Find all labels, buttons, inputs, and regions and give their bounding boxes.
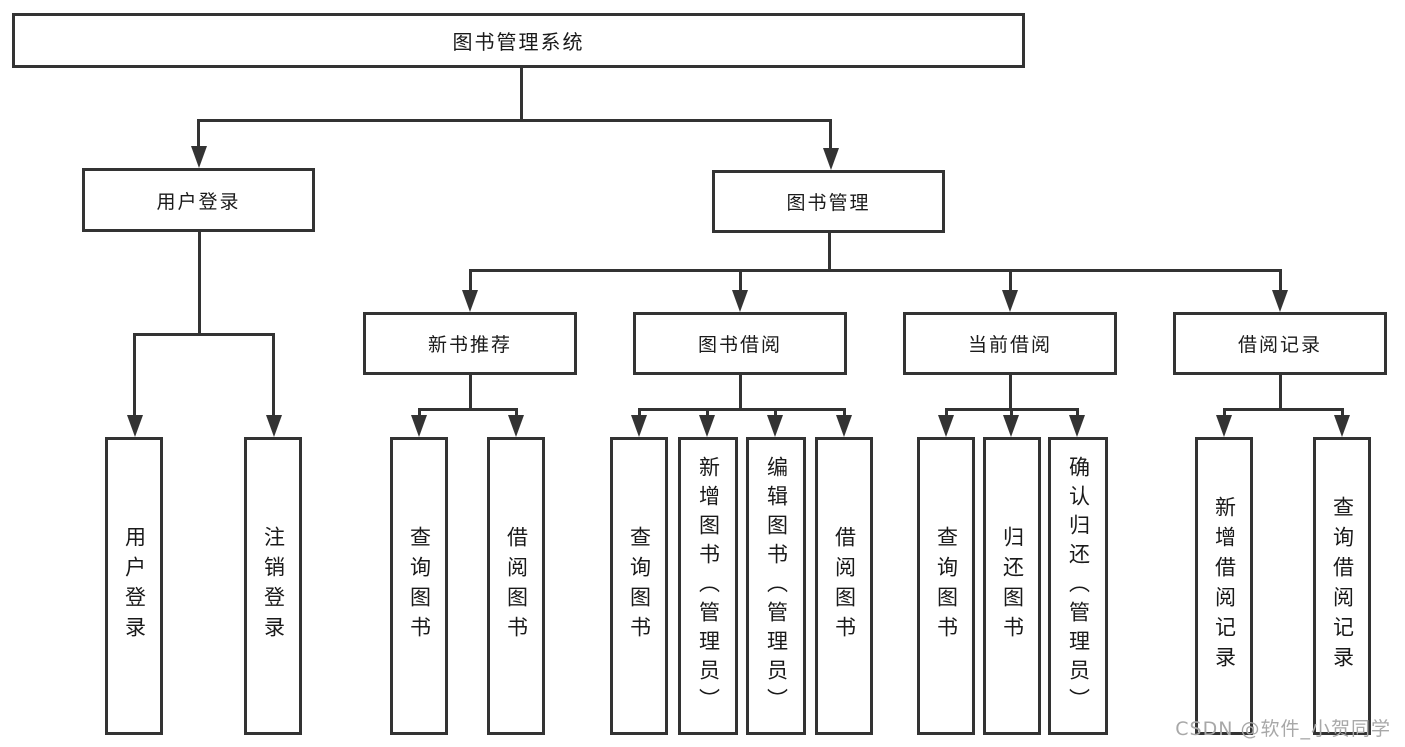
- node-label: 注销登录: [261, 526, 286, 646]
- node-label: 新增借阅记录: [1212, 496, 1237, 676]
- leaf-user-login: 用户登录: [105, 437, 163, 735]
- connector-line: [469, 269, 1282, 272]
- connector-line: [1076, 408, 1079, 420]
- arrow-down-icon: [411, 415, 427, 437]
- csdn-watermark: CSDN @软件_小贺同学: [1175, 718, 1391, 740]
- arrow-down-icon: [127, 415, 143, 437]
- connector-line: [418, 408, 421, 420]
- connector-line: [198, 232, 201, 335]
- node-label: 借阅图书: [832, 526, 857, 646]
- arrow-down-icon: [508, 415, 524, 437]
- connector-line: [1223, 408, 1343, 411]
- connector-line: [829, 119, 832, 152]
- node-label: 查询图书: [934, 526, 959, 646]
- connector-line: [1009, 375, 1012, 411]
- arrow-down-icon: [1334, 415, 1350, 437]
- node-root-library-system: 图书管理系统: [12, 13, 1025, 68]
- leaf-records-query-record: 查询借阅记录: [1313, 437, 1371, 735]
- arrow-down-icon: [732, 290, 748, 312]
- node-label: 当前借阅: [967, 334, 1052, 356]
- connector-line: [515, 408, 518, 420]
- arrow-down-icon: [938, 415, 954, 437]
- arrow-down-icon: [699, 415, 715, 437]
- node-label: 用户登录: [122, 526, 147, 646]
- leaf-recommend-borrow-books: 借阅图书: [487, 437, 545, 735]
- connector-line: [272, 333, 275, 418]
- node-current-borrowing: 当前借阅: [903, 312, 1117, 375]
- connector-line: [843, 408, 846, 420]
- leaf-records-add-record: 新增借阅记录: [1195, 437, 1253, 735]
- leaf-borrow-borrow-books: 借阅图书: [815, 437, 873, 735]
- node-label: 编辑图书（管理员）: [764, 455, 789, 717]
- arrow-down-icon: [1272, 290, 1288, 312]
- connector-line: [418, 408, 518, 411]
- connector-line: [469, 375, 472, 411]
- arrow-down-icon: [767, 415, 783, 437]
- node-book-management: 图书管理: [712, 170, 945, 233]
- node-label: 确认归还（管理员）: [1066, 455, 1091, 717]
- leaf-current-return-books: 归还图书: [983, 437, 1041, 735]
- node-borrowing-records: 借阅记录: [1173, 312, 1387, 375]
- leaf-logout: 注销登录: [244, 437, 302, 735]
- arrow-down-icon: [1002, 290, 1018, 312]
- connector-line: [469, 269, 472, 294]
- leaf-borrow-query-books: 查询图书: [610, 437, 668, 735]
- connector-line: [197, 119, 200, 150]
- arrow-down-icon: [836, 415, 852, 437]
- node-label: 查询图书: [627, 526, 652, 646]
- arrow-down-icon: [631, 415, 647, 437]
- connector-line: [638, 408, 845, 411]
- arrow-down-icon: [823, 148, 839, 170]
- leaf-recommend-query-books: 查询图书: [390, 437, 448, 735]
- connector-line: [1223, 408, 1226, 420]
- connector-line: [739, 375, 742, 411]
- node-new-book-recommendation: 新书推荐: [363, 312, 577, 375]
- node-label: 图书借阅: [697, 334, 782, 356]
- node-label: 借阅图书: [504, 526, 529, 646]
- connector-line: [520, 68, 523, 121]
- connector-line: [133, 333, 275, 336]
- connector-line: [1010, 408, 1013, 420]
- connector-line: [945, 408, 948, 420]
- connector-line: [638, 408, 641, 420]
- connector-line: [1279, 375, 1282, 411]
- node-label: 图书管理: [786, 192, 871, 214]
- arrow-down-icon: [191, 146, 207, 168]
- connector-line: [1341, 408, 1344, 420]
- node-label: 用户登录: [156, 190, 241, 213]
- leaf-borrow-add-books-admin: 新增图书（管理员）: [678, 437, 738, 735]
- arrow-down-icon: [1216, 415, 1232, 437]
- connector-line: [197, 119, 832, 122]
- leaf-current-confirm-return-admin: 确认归还（管理员）: [1048, 437, 1108, 735]
- node-label: 新书推荐: [427, 334, 512, 356]
- node-label: 新增图书（管理员）: [696, 455, 721, 717]
- leaf-current-query-books: 查询图书: [917, 437, 975, 735]
- connector-line: [133, 333, 136, 418]
- node-label: 查询图书: [407, 526, 432, 646]
- arrow-down-icon: [266, 415, 282, 437]
- arrow-down-icon: [462, 290, 478, 312]
- leaf-borrow-edit-books-admin: 编辑图书（管理员）: [746, 437, 806, 735]
- node-book-borrowing: 图书借阅: [633, 312, 847, 375]
- arrow-down-icon: [1069, 415, 1085, 437]
- connector-line: [739, 269, 742, 294]
- node-label: 归还图书: [1000, 526, 1025, 646]
- connector-line: [774, 408, 777, 420]
- arrow-down-icon: [1003, 415, 1019, 437]
- node-label: 借阅记录: [1237, 334, 1322, 356]
- connector-line: [706, 408, 709, 420]
- node-label: 图书管理系统: [452, 30, 585, 54]
- connector-line: [828, 233, 831, 272]
- node-user-login: 用户登录: [82, 168, 315, 232]
- node-label: 查询借阅记录: [1330, 496, 1355, 676]
- connector-line: [1279, 269, 1282, 294]
- connector-line: [1009, 269, 1012, 294]
